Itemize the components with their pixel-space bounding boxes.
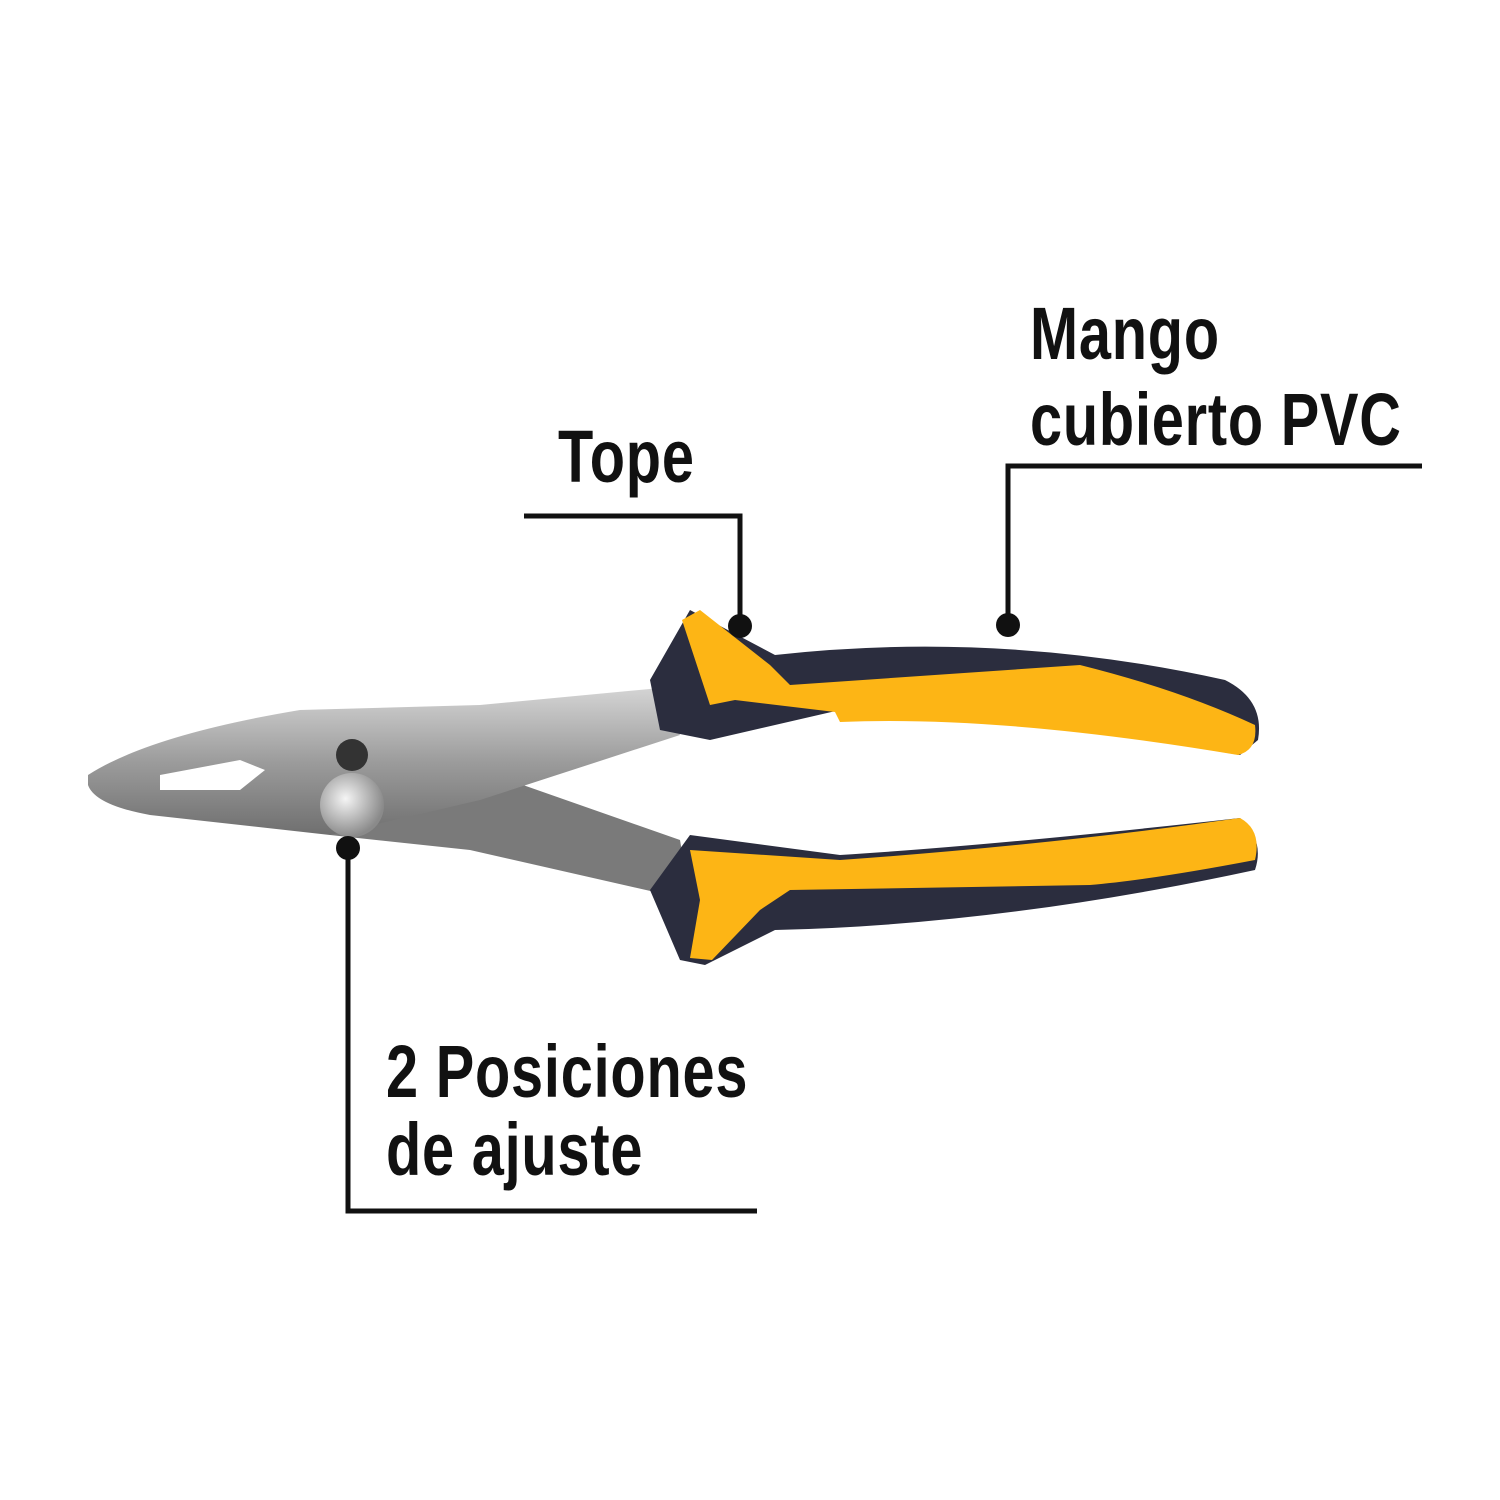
pivot-rivet xyxy=(320,773,384,837)
mango-callout-dot xyxy=(996,613,1020,637)
mango-label-line2: cubierto PVC xyxy=(1030,378,1402,461)
mango-callout-line xyxy=(1005,463,1422,625)
jaw-teeth xyxy=(160,760,265,790)
adjust-hole xyxy=(336,739,368,771)
posiciones-callout-line xyxy=(345,848,757,1214)
mango-label-line1: Mango xyxy=(1030,292,1220,375)
lower-handle-yellow xyxy=(690,818,1257,960)
posiciones-label-line1: 2 Posiciones xyxy=(386,1030,749,1113)
jaw-head xyxy=(88,688,680,835)
tope-label: Tope xyxy=(558,415,695,498)
tope-callout-line xyxy=(524,513,743,626)
posiciones-callout-dot xyxy=(336,836,360,860)
upper-handle-yellow xyxy=(682,610,1256,755)
posiciones-label-line2: de ajuste xyxy=(386,1108,644,1191)
tope-callout-dot xyxy=(728,614,752,638)
